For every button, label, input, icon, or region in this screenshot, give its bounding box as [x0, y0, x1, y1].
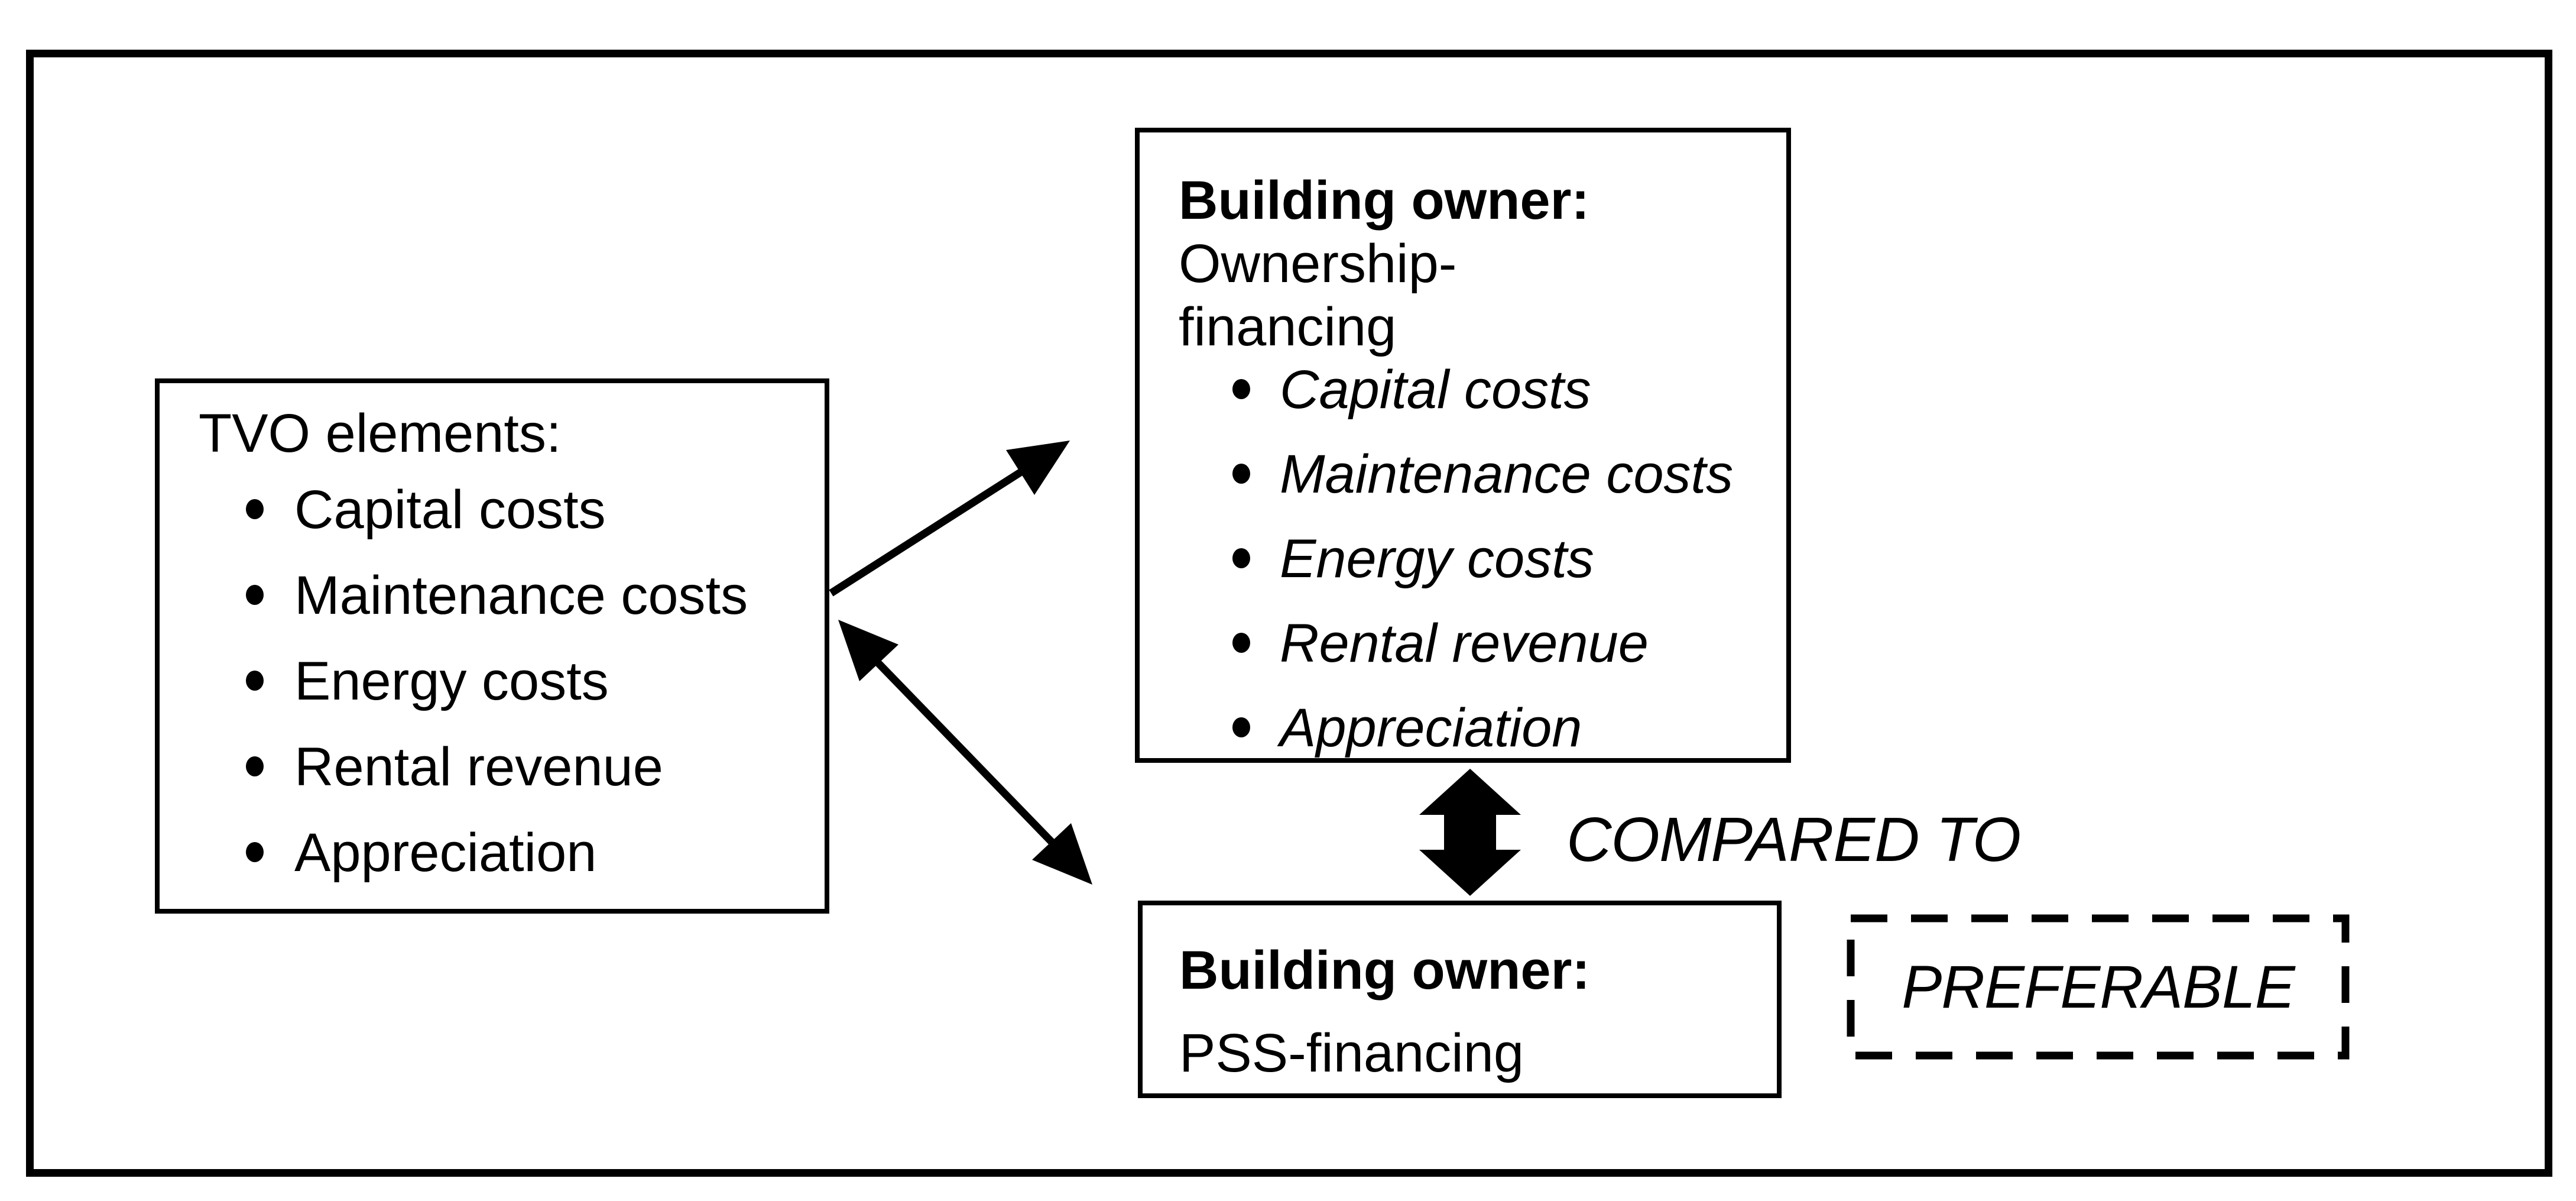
list-item: Appreciation — [199, 822, 810, 908]
bullet-icon — [1232, 379, 1250, 399]
list-item-label: Capital costs — [1280, 360, 1591, 420]
list-item: Energy costs — [199, 650, 810, 736]
list-item-label: Rental revenue — [1280, 613, 1649, 674]
preferable-label: PREFERABLE — [1902, 953, 2295, 1021]
list-item-label: Energy costs — [1280, 529, 1594, 589]
bullet-icon — [1232, 548, 1250, 568]
list-item: Rental revenue — [199, 736, 810, 822]
ownership-box-title: Building owner: — [1179, 170, 1590, 231]
list-item-label: Appreciation — [1280, 698, 1582, 758]
bullet-icon — [246, 842, 264, 862]
bullet-icon — [246, 671, 264, 691]
bullet-icon — [246, 756, 264, 776]
compared-to-label: COMPARED TO — [1566, 805, 2021, 875]
list-item-label: Rental revenue — [294, 737, 663, 797]
tvo-box-title: TVO elements: — [199, 403, 562, 464]
tvo-elements-box: TVO elements: Capital costs Maintenance … — [155, 378, 829, 914]
list-item: Maintenance costs — [199, 565, 810, 650]
list-item-label: Maintenance costs — [1280, 444, 1734, 504]
list-item: Energy costs — [1179, 528, 1776, 613]
bullet-icon — [1232, 464, 1250, 484]
pss-financing-box: Building owner: PSS-financing — [1138, 901, 1782, 1098]
bullet-icon — [1232, 633, 1250, 653]
bullet-icon — [246, 585, 264, 605]
pss-box-subtitle: PSS-financing — [1179, 1023, 1524, 1083]
list-item: Capital costs — [199, 479, 810, 565]
list-item-label: Capital costs — [294, 480, 606, 540]
ownership-financing-box: Building owner: Ownership- financing Cap… — [1135, 128, 1791, 763]
ownership-box-subtitle-line2: financing — [1179, 297, 1397, 357]
list-item: Capital costs — [1179, 359, 1776, 444]
list-item: Maintenance costs — [1179, 444, 1776, 528]
bullet-icon — [1232, 717, 1250, 737]
list-item-label: Energy costs — [294, 651, 609, 711]
tvo-bullet-list: Capital costs Maintenance costs Energy c… — [199, 479, 810, 908]
pss-box-title: Building owner: — [1179, 940, 1591, 1001]
outer-frame — [26, 50, 2552, 1177]
bullet-icon — [246, 499, 264, 519]
ownership-bullet-list: Capital costs Maintenance costs Energy c… — [1179, 359, 1776, 782]
list-item: Rental revenue — [1179, 613, 1776, 697]
ownership-box-subtitle-line1: Ownership- — [1179, 234, 1457, 294]
list-item-label: Appreciation — [294, 823, 597, 883]
preferable-box: PREFERABLE — [1851, 918, 2345, 1056]
list-item-label: Maintenance costs — [294, 565, 748, 626]
list-item: Appreciation — [1179, 697, 1776, 782]
